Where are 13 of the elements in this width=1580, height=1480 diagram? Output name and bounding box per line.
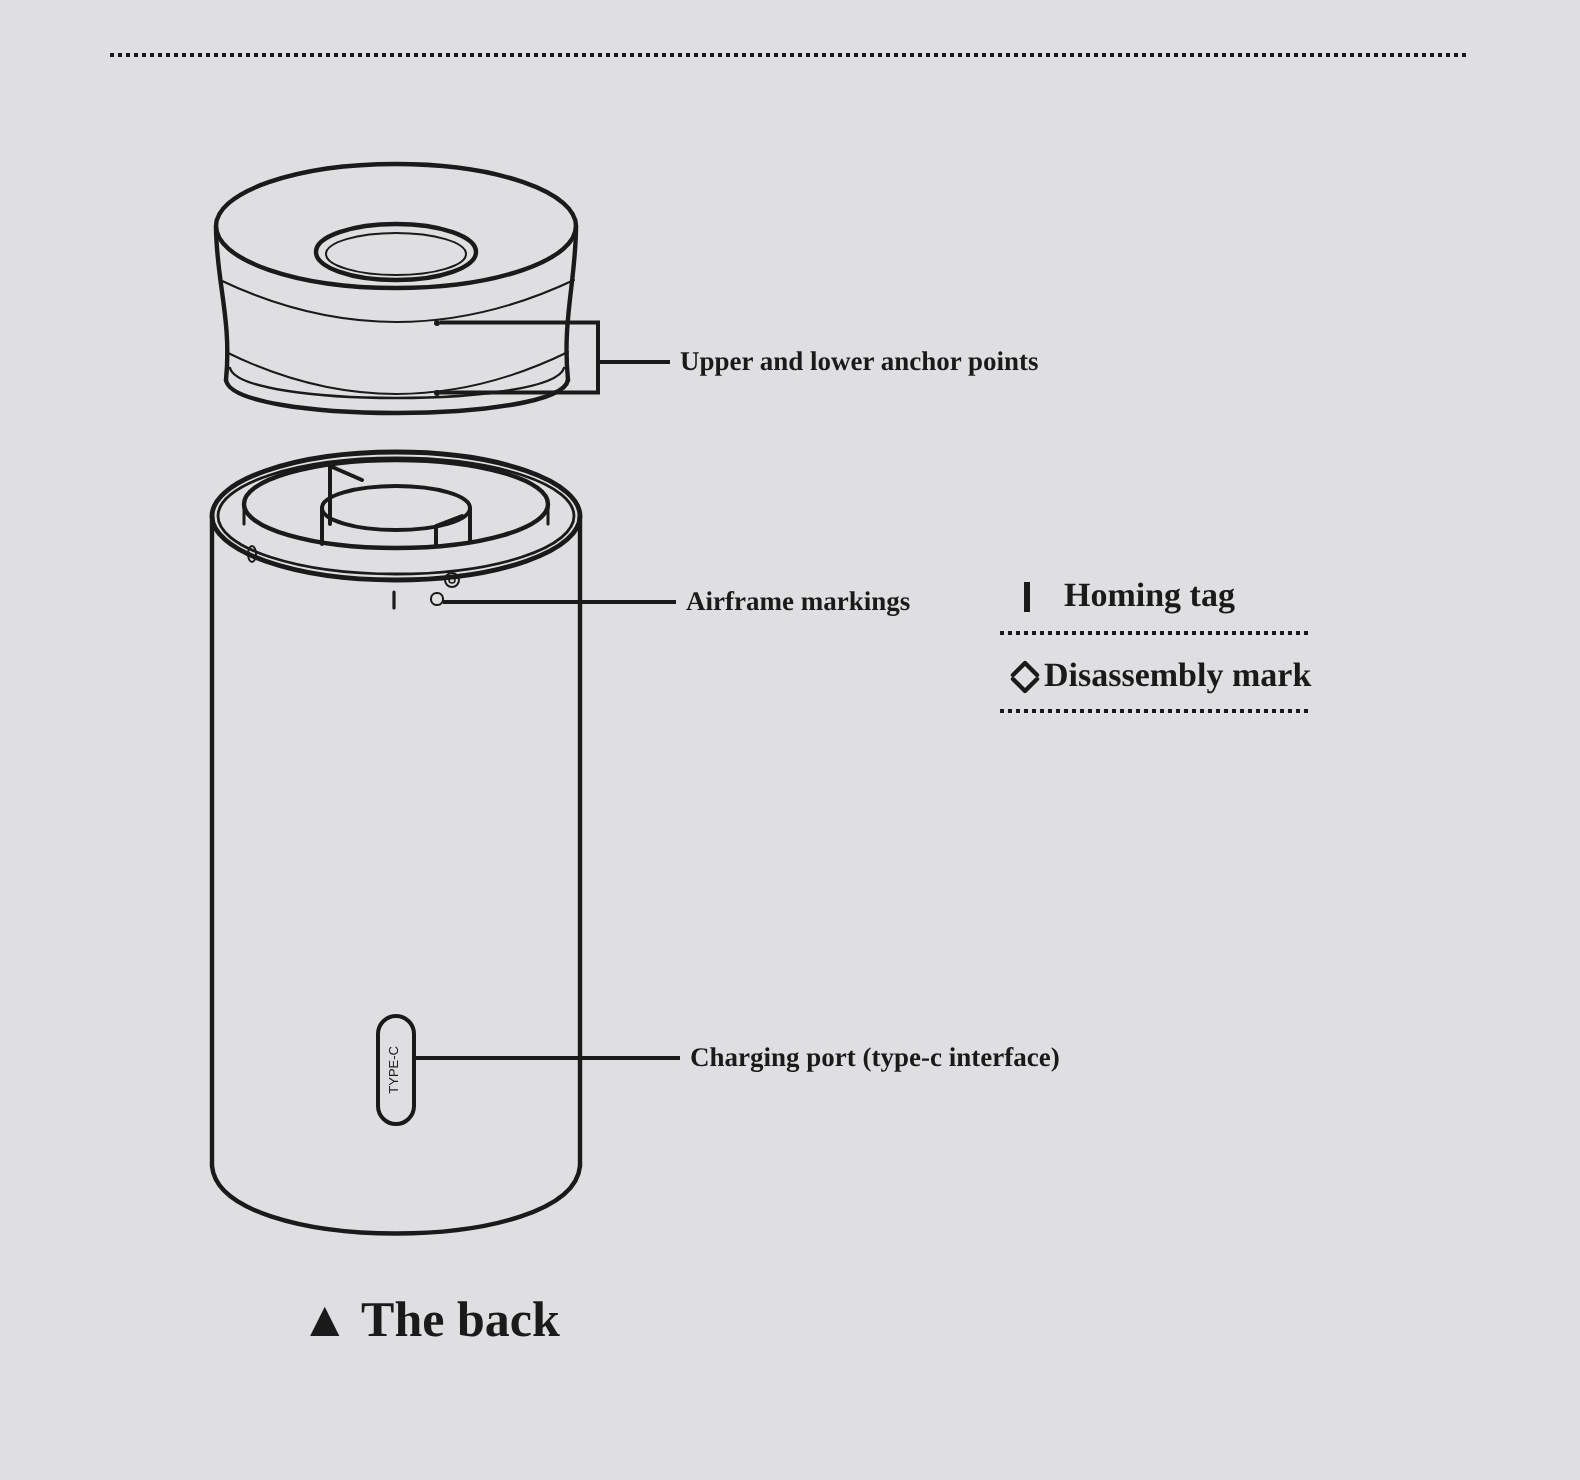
callout-label: Upper and lower anchor points: [680, 346, 1039, 378]
caption: ▲ The back: [300, 1294, 560, 1352]
anchor-dot: [433, 319, 440, 326]
charging-port: [376, 1014, 416, 1126]
marker-ring: [430, 592, 443, 605]
callout-label: Charging port (type-c interface): [690, 1042, 1060, 1074]
leader-line: [416, 1056, 680, 1060]
callout-label: Airframe markings: [686, 586, 911, 618]
legend-label: Disassembly mark: [1044, 655, 1312, 695]
leader-line: [440, 360, 670, 395]
leader-line: [443, 600, 676, 604]
legend-label: Homing tag: [1064, 575, 1235, 615]
anchor-dot: [433, 389, 440, 396]
